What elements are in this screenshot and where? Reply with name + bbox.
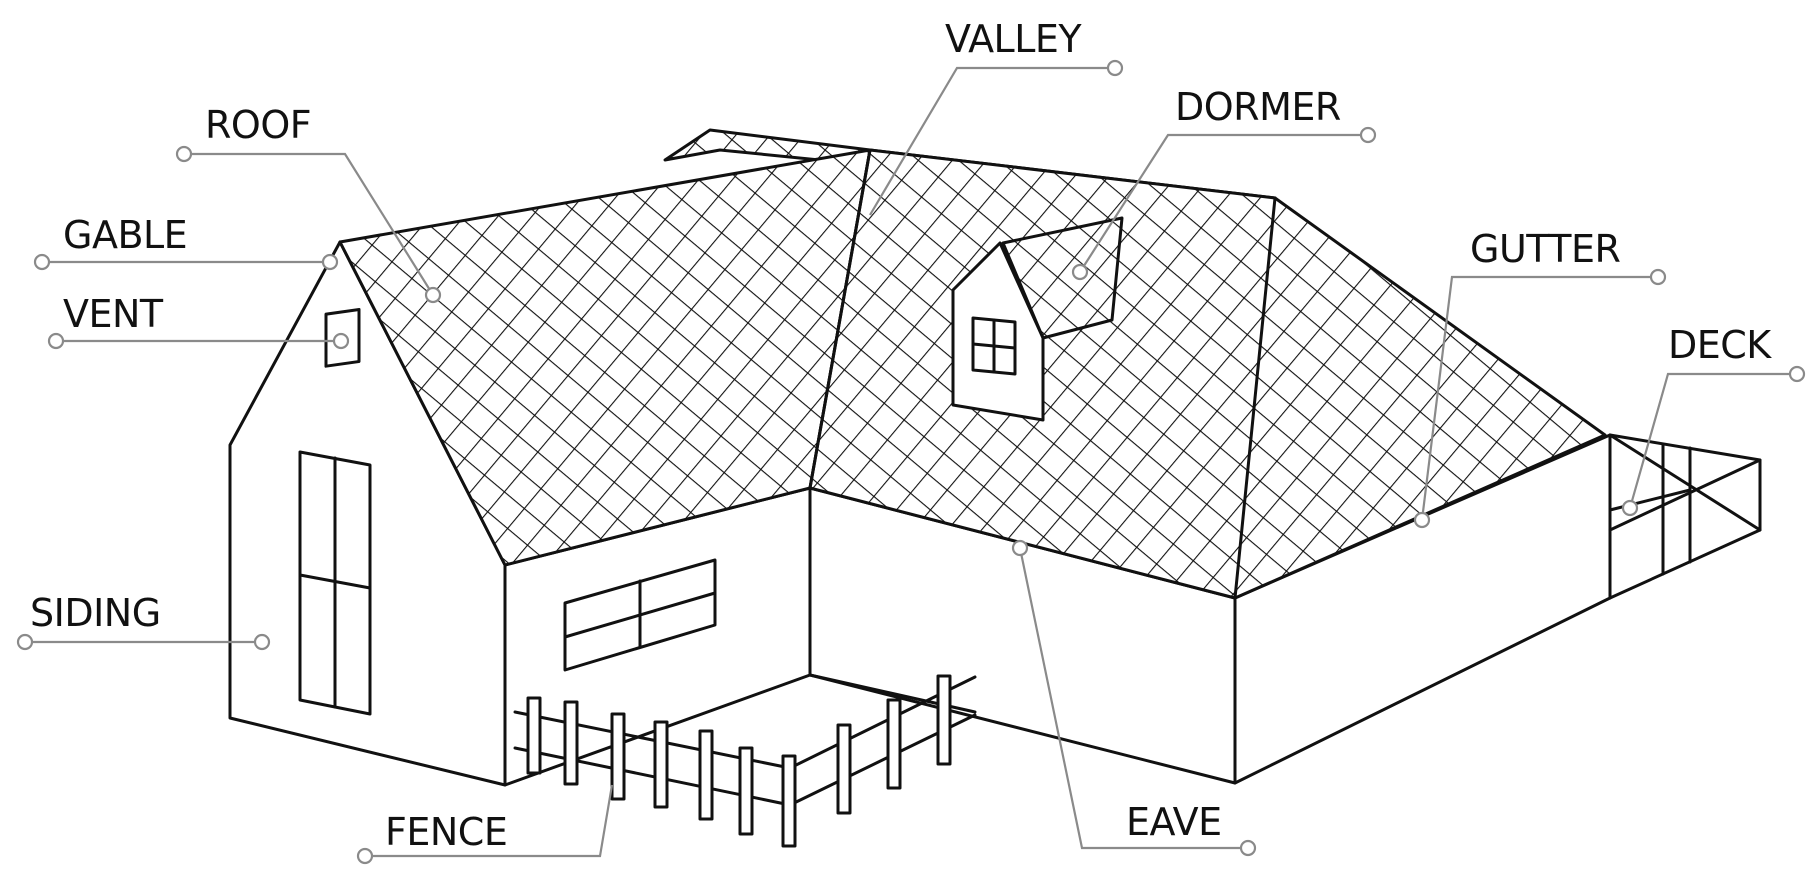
label-roof: ROOF <box>205 103 311 147</box>
hip-line <box>1233 196 1277 600</box>
label-fence: FENCE <box>385 810 507 854</box>
label-deck: DECK <box>1668 323 1772 367</box>
label-dormer: DORMER <box>1175 85 1341 129</box>
deck <box>1608 433 1762 600</box>
label-gutter: GUTTER <box>1470 227 1621 271</box>
label-valley: VALLEY <box>945 17 1082 61</box>
gable-window <box>298 450 372 716</box>
fence <box>513 673 977 848</box>
leader-lines <box>16 59 1806 865</box>
house <box>228 128 1762 848</box>
label-siding: SIDING <box>30 591 161 635</box>
label-gable: GABLE <box>63 213 187 257</box>
label-vent: VENT <box>63 292 164 336</box>
labels: ROOF GABLE VENT SIDING FENCE VALLEY DORM… <box>30 17 1773 854</box>
label-eave: EAVE <box>1126 800 1222 844</box>
wing-window <box>563 558 717 672</box>
valley-line <box>808 148 872 490</box>
dormer <box>951 216 1124 422</box>
